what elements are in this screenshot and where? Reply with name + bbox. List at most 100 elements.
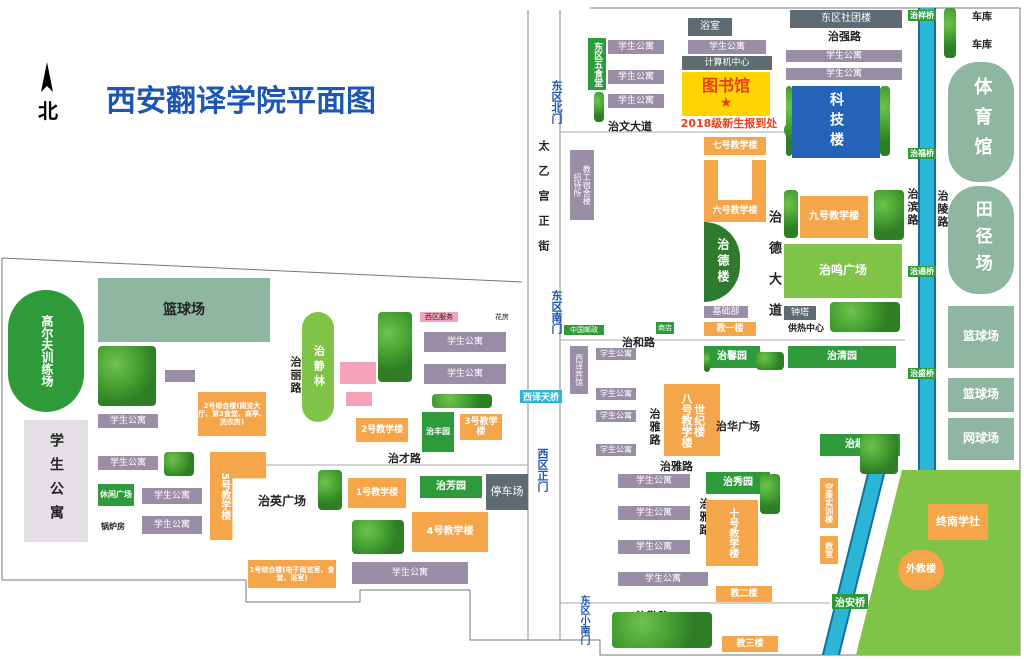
building10-label: 十号教学楼 (726, 508, 738, 558)
waijiao: 外教楼 (898, 550, 944, 590)
kongcheng-label: 空乘实训楼 (824, 483, 834, 523)
heating-center: 供热中心 (787, 323, 824, 334)
apartment-w2: 学生公寓 (98, 456, 158, 470)
track-label: 田径场 (971, 199, 992, 281)
apartment-w6: 学生公寓 (424, 364, 506, 384)
apartment-e13: 学生公寓 (618, 540, 690, 554)
building2: 2号教学楼 (356, 418, 408, 442)
trees-east-4 (874, 190, 904, 240)
yijing-label: 治静林 (312, 344, 326, 390)
garage-1: 车库 (972, 12, 992, 24)
road-yiqiang: 治强路 (828, 30, 861, 43)
apartment-w1: 学生公寓 (98, 414, 158, 428)
complex1: 1号综合楼(电子阅览室、食堂、浴室) (248, 560, 336, 588)
apartment-w8 (165, 370, 195, 382)
apartment-e6: 学生公寓 (786, 68, 902, 80)
gate-east-small-south: 东区小南门 (578, 595, 589, 645)
yiying-square: 治英广场 (258, 494, 307, 508)
jiaoer: 教二楼 (716, 586, 772, 602)
library-label: 图书馆 (701, 75, 750, 95)
staff-dorm: 招待所 教工宿舍楼 (570, 150, 594, 220)
road-xiyitianqiao: 西译天桥 (520, 390, 563, 403)
bridge-yitong: 治通桥 (908, 266, 936, 277)
apartment-e8: 学生公寓 (596, 388, 636, 400)
gate-west-main: 西区正门 (536, 448, 549, 492)
building5-label: 5号教学楼 (218, 472, 230, 520)
building8: 八号教学楼 世纪楼 (664, 384, 720, 456)
leisure-square: 休闲广场 (98, 484, 134, 506)
gate-east-south: 东区南门 (550, 290, 563, 334)
building8-label: 八号教学楼 (680, 392, 693, 448)
trees-west-2 (378, 312, 412, 382)
guesthouse-label: 招待所 (573, 173, 582, 197)
building7-wing-left (704, 160, 718, 200)
bridge-yifu: 治福桥 (908, 148, 936, 159)
road-yiya-2: 治雅路 (660, 460, 693, 473)
apartment-e7: 学生公寓 (596, 348, 636, 360)
science-label: 科技楼 (828, 92, 845, 152)
bath: 浴室 (688, 18, 732, 36)
yijing-forest: 治静林 (302, 312, 334, 422)
club-building: 东区社团楼 (790, 10, 902, 28)
road-yiya-1: 治雅路 (648, 408, 661, 447)
compass-north-arrow (40, 62, 54, 96)
trees-east-11 (704, 352, 710, 372)
classroom: 教室 (820, 536, 838, 564)
yide-building-label: 治德楼 (715, 238, 730, 286)
basketball-west: 篮球场 (98, 278, 270, 342)
shop: 商店 (656, 322, 674, 334)
yiqing-garden: 治清园 (788, 346, 896, 368)
trees-east-10 (944, 8, 956, 58)
registration-label: 2018级新生报到处 (680, 117, 778, 130)
parking: 停车场 (486, 474, 528, 510)
compass-label: 北 (38, 98, 58, 123)
jiaoyi: 教一楼 (704, 322, 756, 336)
trees-east-5 (784, 190, 798, 238)
apartment-e5: 学生公寓 (786, 50, 902, 62)
tennis-court: 网球场 (948, 418, 1014, 460)
apartment-w7: 学生公寓 (352, 562, 468, 584)
canteen5: 东区五食堂 (588, 38, 606, 90)
flower-room: 花房 (495, 312, 509, 321)
trees-east-1 (594, 92, 604, 122)
jiaosan: 教三楼 (722, 636, 778, 652)
zhongnan: 终南学社 (928, 504, 988, 540)
trees-west-3 (164, 452, 194, 476)
shiji-label: 世纪楼 (692, 403, 706, 437)
road-yian-bridge: 治安桥 (832, 594, 868, 609)
apartment-e3: 学生公寓 (608, 94, 664, 108)
road-yihe: 治和路 (622, 336, 655, 349)
map-title: 西安翻译学院平面图 (106, 83, 376, 119)
building7: 七号教学楼 (704, 137, 766, 155)
road-yicai: 治才路 (388, 452, 421, 465)
student-apartments-west-label: 学生公寓 (48, 433, 65, 529)
building10: 十号教学楼 (706, 500, 758, 566)
trees-east-3 (880, 86, 890, 156)
apartment-e10: 学生公寓 (596, 444, 636, 456)
trees-west-5 (432, 394, 492, 408)
building9: 九号教学楼 (800, 196, 868, 238)
apartment-w4: 学生公寓 (142, 516, 202, 534)
library: 图书馆 ★ (682, 72, 770, 116)
pink-block-2 (346, 392, 372, 406)
yihua-square: 治华广场 (716, 420, 760, 433)
library-star-icon: ★ (719, 95, 733, 112)
computer-center: 计算机中心 (682, 56, 772, 70)
yifeng-garden: 治丰园 (422, 412, 454, 452)
yifang-garden: 治芳园 (420, 476, 482, 498)
pink-block-1 (340, 362, 376, 384)
road-yide: 治德大道 (766, 210, 781, 334)
golf-label: 高尔夫训练场 (39, 315, 54, 387)
trees-west-1 (98, 346, 156, 406)
trees-east-2 (786, 86, 792, 156)
building7-wing-right (752, 160, 766, 200)
classroom-label: 教室 (824, 542, 834, 558)
boiler-room: 锅炉房 (101, 522, 125, 532)
yixin-garden: 治馨园 (704, 346, 760, 368)
bell-tower: 钟塔 (784, 306, 816, 320)
complex2: 2号综合楼(阅览大厅、第3食堂、商亭、洗衣房) (198, 392, 266, 436)
china-post: 中国邮政 (564, 325, 604, 335)
gym: 体育馆 (948, 62, 1014, 182)
trees-east-9 (612, 612, 712, 648)
